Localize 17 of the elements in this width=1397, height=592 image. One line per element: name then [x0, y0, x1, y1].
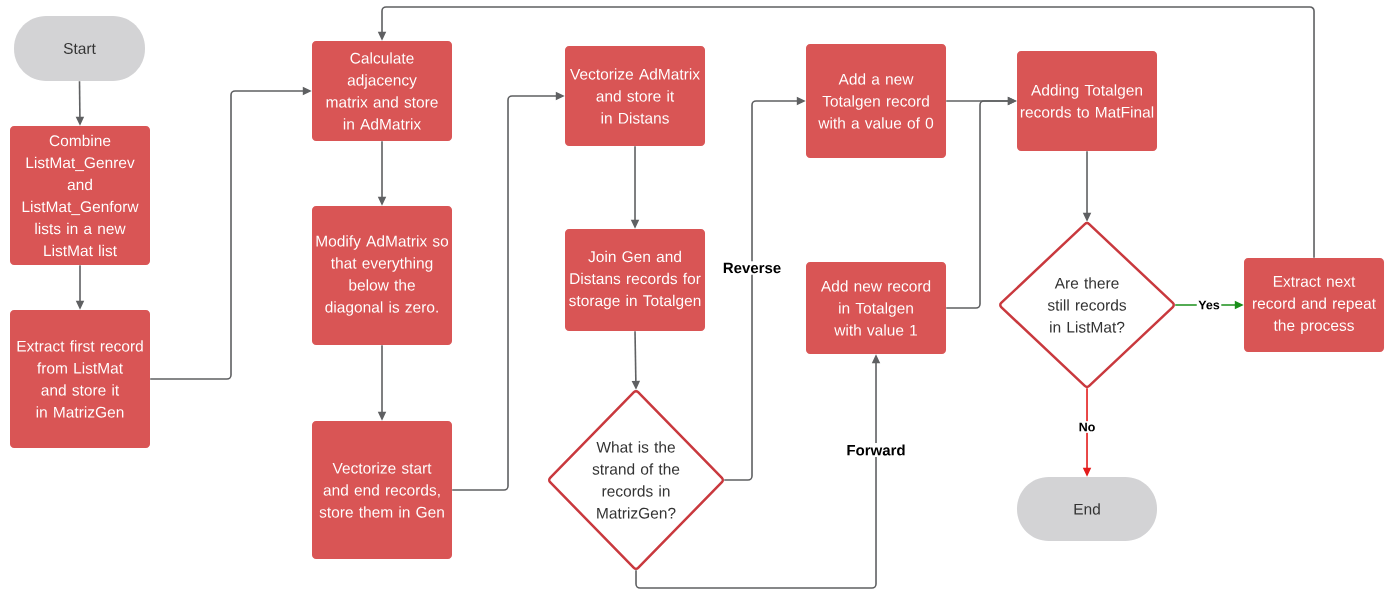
- process-box: Adding Totalgen records to MatFinal: [1017, 51, 1157, 151]
- process-box: Combine ListMat_Genrev and ListMat_Genforw lists in a new ListMat list: [10, 126, 150, 265]
- process-box: Vectorize start and end records, store them in Gen: [312, 421, 452, 559]
- edge-label: Reverse: [721, 261, 783, 275]
- process-box: Extract next record and repeat the process: [1244, 258, 1384, 352]
- terminal-box: End: [1017, 477, 1157, 541]
- process-box: Add new record in Totalgen with value 1: [806, 262, 946, 354]
- process-box: Add a new Totalgen record with a value of 0: [806, 44, 946, 158]
- edge-label: No: [1077, 421, 1097, 433]
- edge-label: Yes: [1196, 299, 1222, 311]
- terminal-box: Start: [14, 16, 145, 81]
- process-box: Extract first record from ListMat and store it in MatrizGen: [10, 310, 150, 448]
- process-box: Calculate adjacency matrix and store in AdMatrix: [312, 41, 452, 141]
- process-box: Modify AdMatrix so that everything below the diagonal is zero.: [312, 206, 452, 345]
- edge-label: Forward: [844, 443, 908, 457]
- process-box: Join Gen and Distans records for storage in Totalgen: [565, 229, 705, 331]
- process-box: Vectorize AdMatrix and store it in Distans: [565, 46, 705, 146]
